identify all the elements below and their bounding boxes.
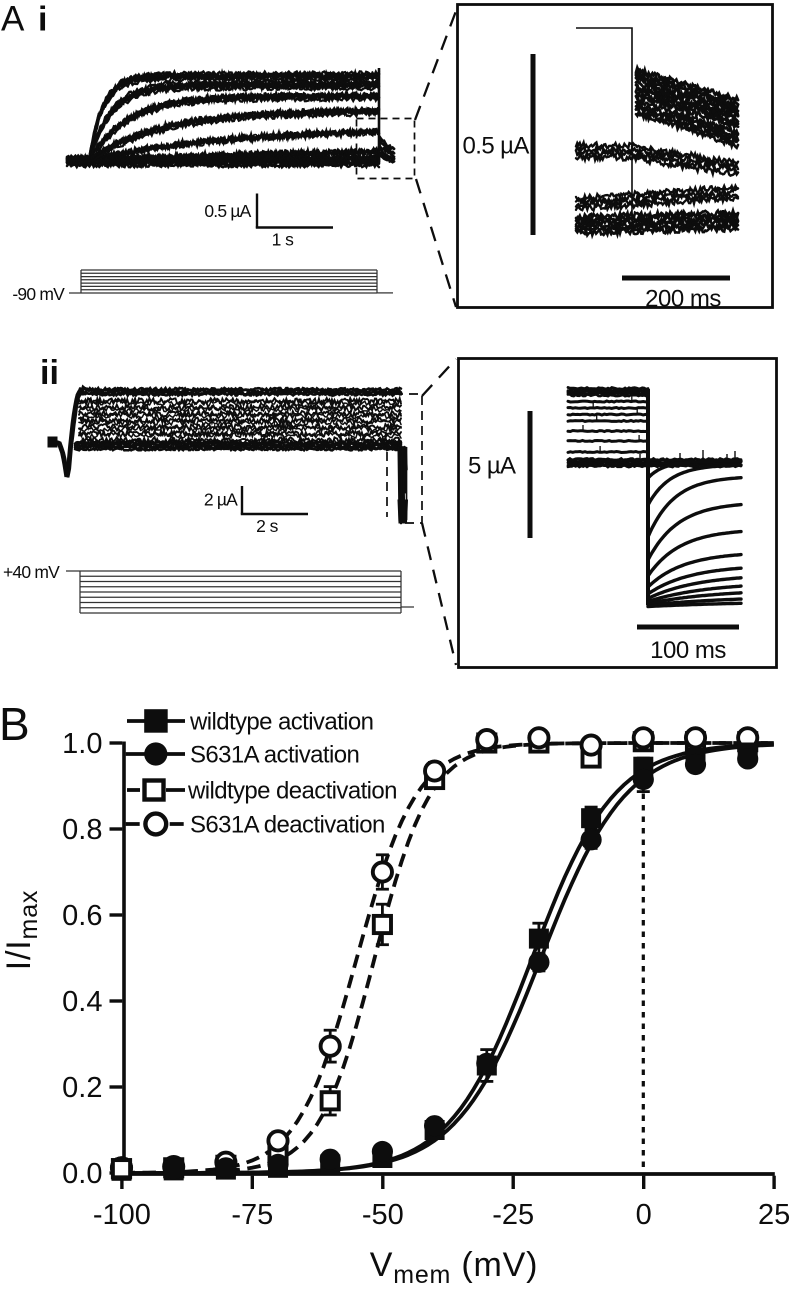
svg-text:25: 25: [758, 1199, 790, 1231]
svg-text:100 ms: 100 ms: [650, 637, 726, 664]
svg-text:wildtype deactivation: wildtype deactivation: [187, 778, 397, 805]
svg-text:-50: -50: [362, 1199, 404, 1231]
svg-text:S631A activation: S631A activation: [190, 742, 359, 769]
svg-text:-90 mV: -90 mV: [12, 284, 65, 304]
svg-text:0.8: 0.8: [62, 814, 102, 846]
svg-text:2 s: 2 s: [256, 516, 279, 536]
svg-text:-75: -75: [231, 1199, 273, 1231]
svg-text:5 µA: 5 µA: [468, 453, 516, 480]
svg-text:i: i: [38, 1, 47, 39]
svg-text:-100: -100: [93, 1199, 151, 1231]
svg-text:0.4: 0.4: [62, 986, 102, 1018]
svg-text:1.0: 1.0: [62, 728, 102, 760]
svg-text:A: A: [1, 0, 25, 39]
svg-text:0.5 µA: 0.5 µA: [463, 133, 530, 160]
svg-text:0.6: 0.6: [62, 900, 102, 932]
svg-text:0.0: 0.0: [62, 1158, 102, 1190]
svg-text:-25: -25: [492, 1199, 534, 1231]
svg-text:+40 mV: +40 mV: [3, 562, 60, 582]
svg-text:0: 0: [636, 1199, 652, 1231]
svg-text:wildtype activation: wildtype activation: [189, 709, 373, 736]
svg-text:Vmem (mV): Vmem (mV): [370, 1246, 539, 1289]
svg-text:B: B: [0, 698, 30, 750]
svg-text:200 ms: 200 ms: [645, 286, 721, 313]
svg-text:ii: ii: [40, 354, 59, 392]
svg-text:0.2: 0.2: [62, 1072, 102, 1104]
svg-text:1 s: 1 s: [272, 230, 295, 250]
svg-text:2 µA: 2 µA: [204, 490, 238, 510]
svg-text:S631A deactivation: S631A deactivation: [190, 812, 385, 839]
svg-text:0.5 µA: 0.5 µA: [204, 201, 251, 221]
